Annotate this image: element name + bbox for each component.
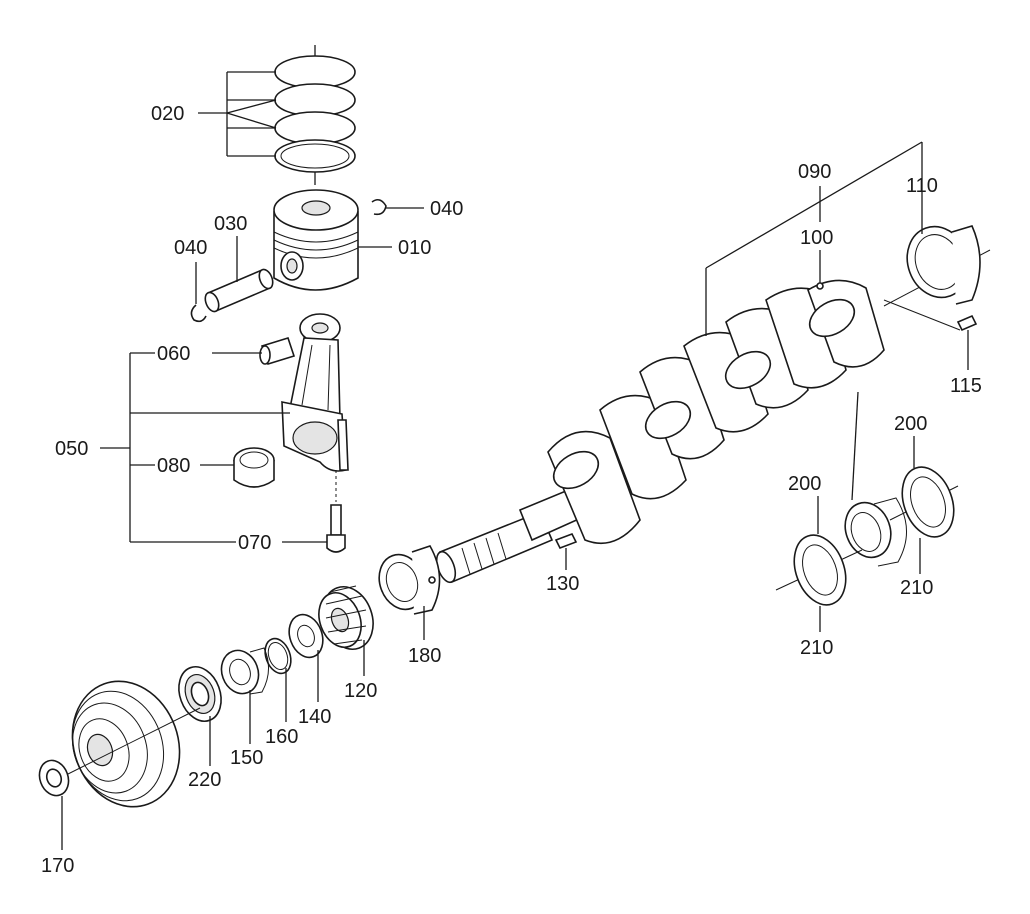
- thrust-collar: [288, 613, 324, 659]
- thrust-washer-left: [775, 534, 863, 606]
- o-ring: [264, 637, 292, 675]
- label-100: 100: [800, 227, 833, 249]
- label-130: 130: [546, 573, 579, 595]
- leader-050: [100, 352, 290, 543]
- label-115: 115: [950, 375, 982, 397]
- connecting-rod: [281, 313, 349, 472]
- main-bearing-rear: [844, 391, 907, 567]
- label-050: 050: [55, 438, 88, 460]
- label-180: 180: [408, 645, 441, 667]
- label-220: 220: [188, 769, 221, 791]
- pulley-nut: [38, 759, 70, 797]
- label-040-right: 040: [430, 198, 463, 220]
- connecting-rod-bolt: [326, 470, 346, 553]
- label-040-left: 040: [174, 237, 207, 259]
- dowel-pin: [883, 299, 978, 332]
- label-210-right: 210: [900, 577, 933, 599]
- main-bearing-front: [378, 545, 441, 615]
- label-120: 120: [344, 680, 377, 702]
- label-200-right: 200: [894, 413, 927, 435]
- label-170: 170: [41, 855, 74, 877]
- leader-020: [198, 71, 277, 157]
- label-150: 150: [230, 747, 263, 769]
- piston-rings: [274, 45, 356, 185]
- circlip-left: [190, 304, 207, 323]
- label-010: 010: [398, 237, 431, 259]
- circlip-right: [371, 198, 387, 216]
- crankshaft: [435, 279, 885, 584]
- label-080: 080: [157, 455, 190, 477]
- piston-pin: [204, 268, 274, 313]
- label-200-left: 200: [788, 473, 821, 495]
- label-110: 110: [906, 175, 938, 197]
- collar: [220, 647, 269, 695]
- piston: [273, 189, 359, 291]
- label-020: 020: [151, 103, 184, 125]
- label-140: 140: [298, 706, 331, 728]
- crankshaft-pulley: [59, 680, 201, 808]
- small-end-bushing: [259, 337, 296, 365]
- big-end-bearing: [233, 447, 275, 488]
- label-090: 090: [798, 161, 831, 183]
- crankshaft-gear: [318, 585, 374, 650]
- label-030: 030: [214, 213, 247, 235]
- label-160: 160: [265, 726, 298, 748]
- thrust-washer-right: [889, 466, 959, 538]
- leader-090: [705, 141, 923, 336]
- crankshaft-bushing: [883, 225, 991, 307]
- label-060: 060: [157, 343, 190, 365]
- label-210-left: 210: [800, 637, 833, 659]
- woodruff-key: [554, 532, 578, 550]
- label-070: 070: [238, 532, 271, 554]
- oil-seal: [178, 666, 222, 722]
